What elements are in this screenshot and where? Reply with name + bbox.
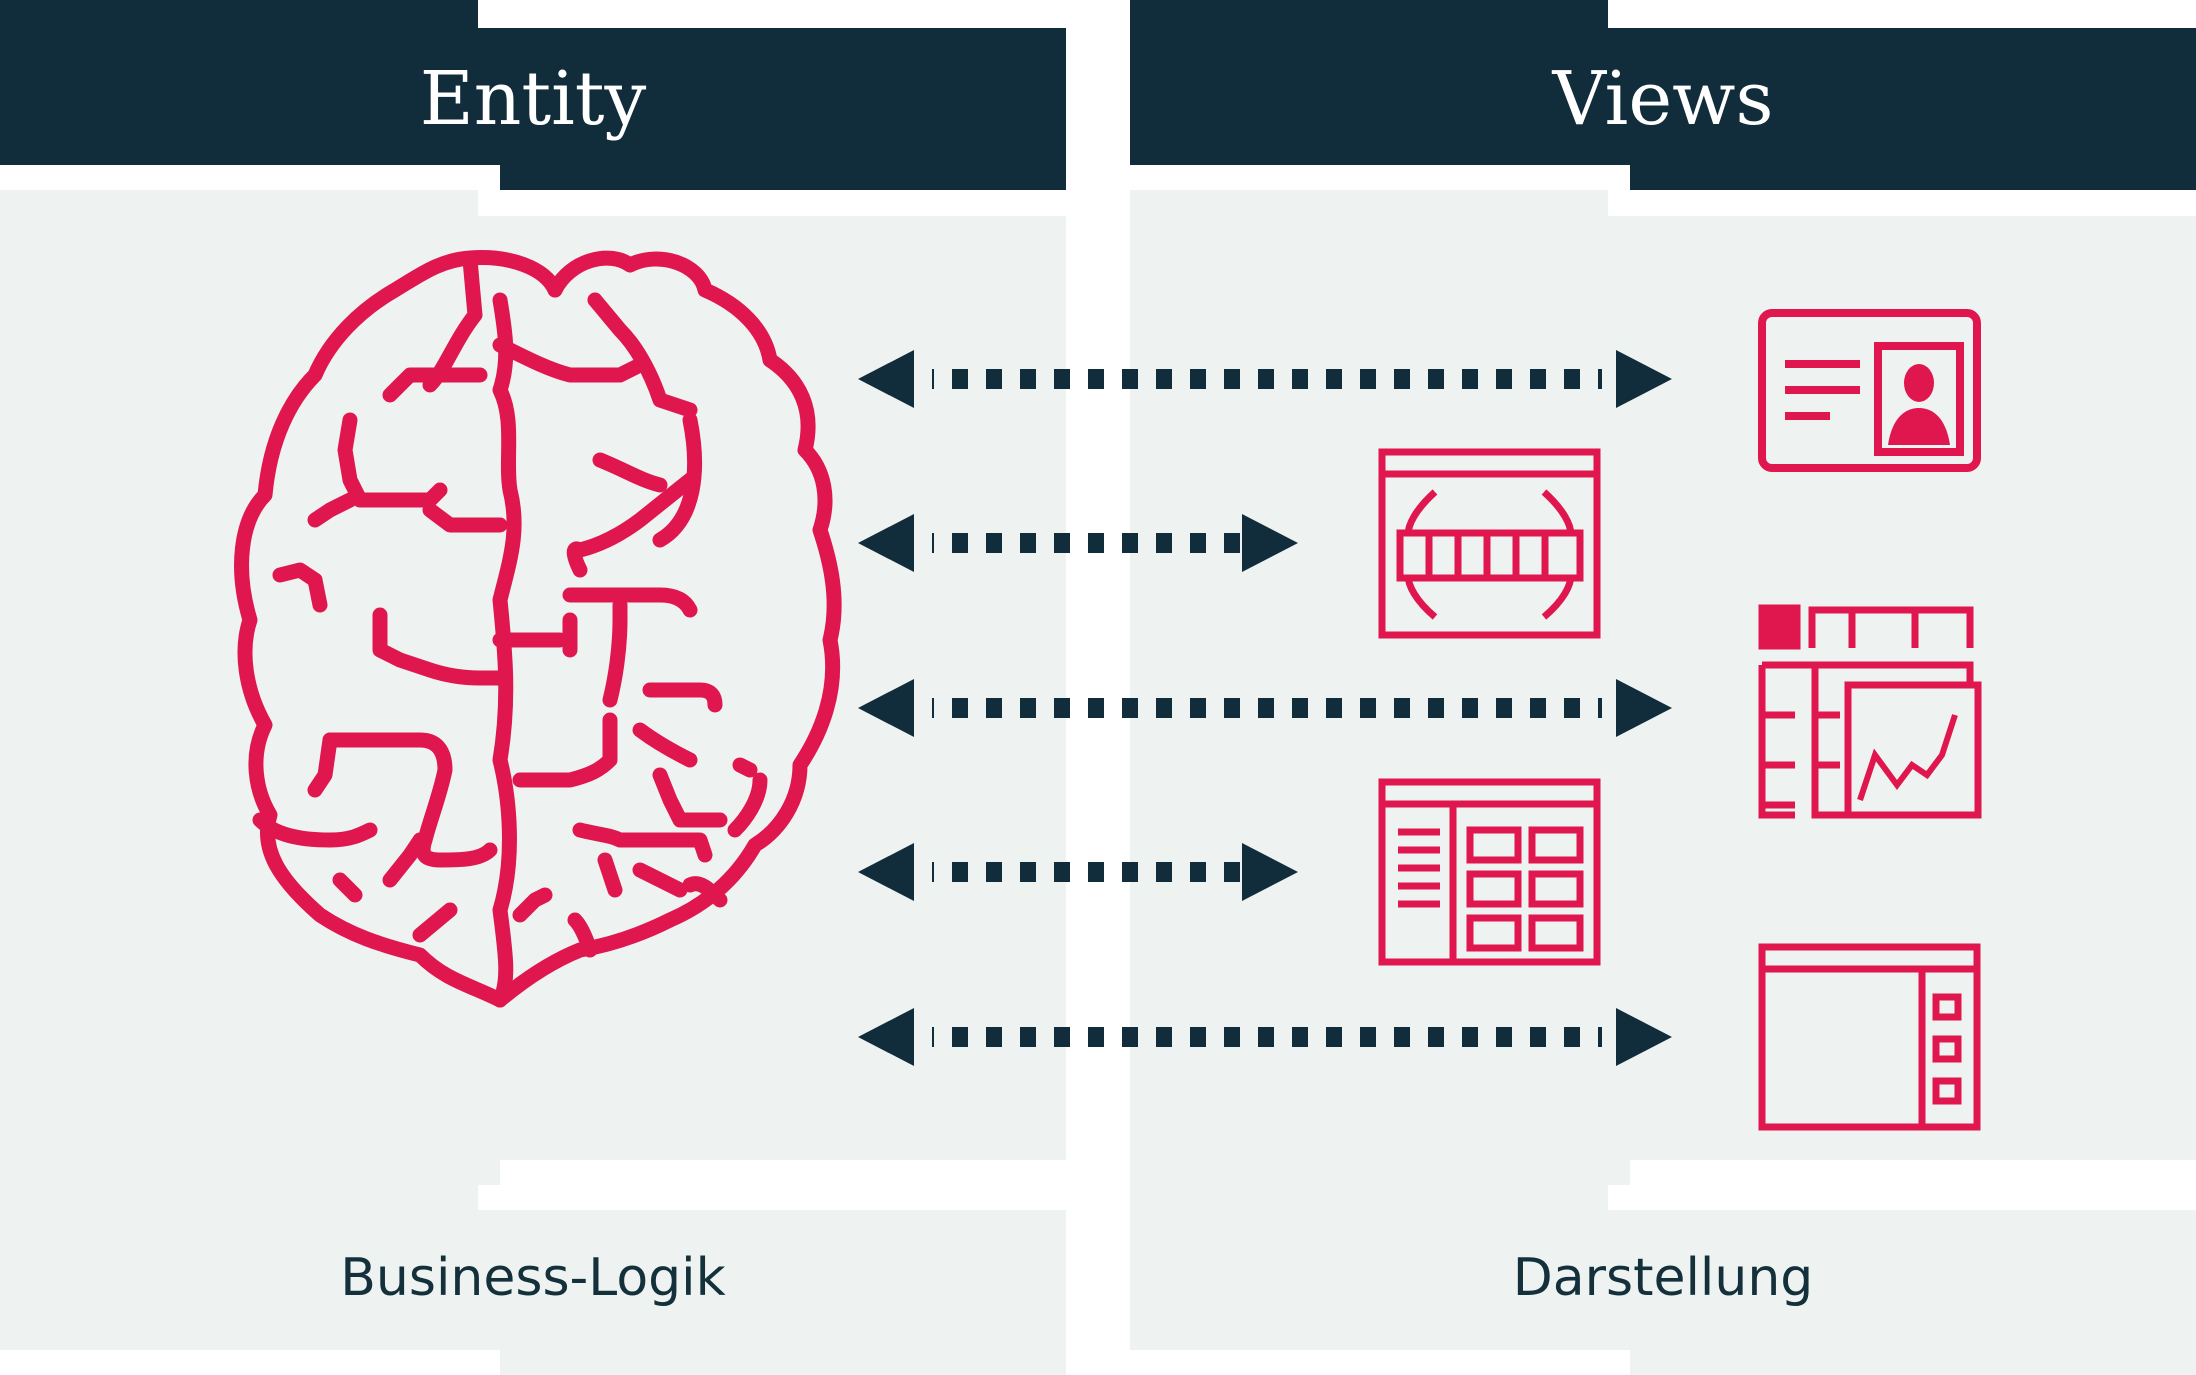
views-title: Views (1552, 56, 1774, 142)
arrow-5 (858, 1008, 1672, 1066)
brain-icon (234, 250, 842, 1008)
entity-footer-label: Business-Logik (340, 1248, 726, 1308)
table-grid-icon (1378, 778, 1601, 966)
arrow-3 (858, 679, 1672, 737)
window-sidebar-icon (1758, 943, 1981, 1131)
entity-body (0, 190, 1066, 1185)
chart-dashboard-icon (1758, 604, 1982, 819)
arrow-2 (858, 514, 1298, 572)
id-card-icon (1758, 309, 1981, 472)
connection-arrows (858, 350, 1672, 1066)
views-panel: Views Darstellung (1130, 0, 2196, 1375)
entity-footer-band (0, 1185, 1066, 1375)
views-footer-band (1130, 1185, 2196, 1375)
views-footer-label: Darstellung (1513, 1248, 1814, 1308)
views-header (1130, 0, 2196, 190)
carousel-view-icon (1378, 448, 1601, 639)
entity-title: Entity (420, 56, 647, 142)
entity-panel: Entity Business-Logik (0, 0, 1066, 1375)
arrow-4 (858, 843, 1298, 901)
entity-header (0, 0, 1066, 190)
arrow-1 (858, 350, 1672, 408)
